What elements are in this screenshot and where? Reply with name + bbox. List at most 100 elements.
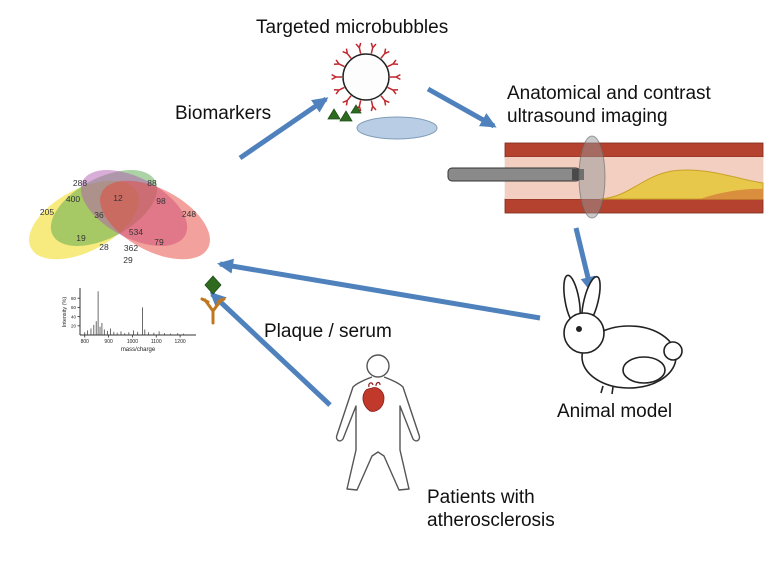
- ligand-fork-icon: [331, 73, 337, 78]
- ligand-triangle-icon: [327, 108, 341, 120]
- arrow-animal-model-to-biomarker-analysis: [217, 258, 541, 321]
- rabbit-front-paws: [600, 385, 614, 395]
- ligand-fork-icon: [345, 48, 349, 54]
- ligand-stem-icon: [370, 47, 374, 54]
- rabbit-icon: [563, 274, 683, 395]
- spectrum-ticks: 800 900 1000 1100 1200 20 40 60 80: [71, 296, 186, 345]
- plaque-shape: [599, 169, 764, 200]
- ligand-fork-icon: [392, 89, 397, 95]
- venn-count: 19: [76, 233, 86, 243]
- ligand-stem-icon: [380, 53, 386, 59]
- ligand-stem-icon: [387, 86, 394, 91]
- venn-count: 79: [154, 237, 164, 247]
- venn-count: 28: [99, 242, 109, 252]
- venn-count: 400: [66, 194, 80, 204]
- free-ligand-icons: [327, 104, 362, 122]
- venn-count: 12: [113, 193, 123, 203]
- label-ultrasound-imaging: Anatomical and contrast ultrasound imagi…: [507, 82, 711, 128]
- cycle-arrows: [209, 86, 596, 407]
- arrow-patients-to-biomarker-analysis: [209, 291, 332, 407]
- ligand-stem-icon: [346, 95, 352, 101]
- label-ultrasound-imaging-line1: Anatomical and contrast: [507, 83, 711, 104]
- mass-spectrum: 800 900 1000 1100 1200 20 40 60 80 Intensity (%)…: [62, 288, 196, 353]
- y-tick-label: 60: [71, 305, 77, 310]
- venn-count: 36: [94, 210, 104, 220]
- microbubble-ligands: [331, 42, 401, 112]
- arrow-imaging-to-animal-model: [573, 227, 596, 293]
- antibody-icon: [200, 297, 226, 325]
- spectrum-peaks: [84, 291, 185, 335]
- x-tick-label: 1100: [151, 339, 162, 345]
- venn-count: 248: [182, 209, 196, 219]
- rabbit-eye: [575, 325, 582, 332]
- x-tick-label: 1000: [127, 339, 138, 345]
- label-patients-line1: Patients with: [427, 487, 535, 508]
- patient-body-outline: [335, 376, 421, 491]
- ligand-fork-icon: [384, 50, 390, 55]
- plaque-core: [700, 188, 763, 199]
- venn-count: 205: [40, 207, 54, 217]
- ligand-stem-icon: [380, 95, 386, 101]
- ligand-triangle-icon: [350, 104, 362, 114]
- probe-tip: [572, 169, 584, 180]
- venn-count: 534: [129, 227, 143, 237]
- ligand-stem-icon: [358, 100, 362, 107]
- label-patients-line2: atherosclerosis: [427, 510, 555, 531]
- cell-surface-icon: [356, 116, 438, 140]
- venn-count: 288: [73, 178, 87, 188]
- ligand-fork-icon: [395, 76, 401, 81]
- vessel-wall-top: [504, 142, 764, 158]
- ligand-fork-icon: [372, 43, 377, 49]
- venn-count: 98: [156, 196, 166, 206]
- ligand-stem-icon: [346, 53, 352, 59]
- venn-count: 29: [123, 255, 133, 265]
- venn-count: 88: [147, 178, 157, 188]
- label-plaque-serum: Plaque / serum: [264, 321, 392, 342]
- venn-count: 362: [124, 243, 138, 253]
- spectrum-x-label: mass/charge: [121, 347, 156, 353]
- x-tick-label: 800: [81, 339, 90, 345]
- rabbit-tail: [663, 341, 683, 361]
- microbubble-illustration: [327, 42, 438, 140]
- ligand-stem-icon: [387, 63, 394, 68]
- ligand-fork-icon: [383, 100, 387, 106]
- ultrasound-probe-icon: [447, 167, 581, 182]
- rabbit-hind-leg: [622, 356, 666, 384]
- y-tick-label: 80: [71, 296, 77, 301]
- y-tick-label: 40: [71, 314, 77, 319]
- x-tick-label: 1200: [175, 339, 186, 345]
- label-biomarkers: Biomarkers: [175, 103, 272, 124]
- venn-ellipse-red: [100, 180, 210, 260]
- arrow-biomarkers-to-microbubbles: [238, 96, 329, 161]
- rabbit-head: [563, 312, 605, 354]
- label-patients: Patients with atherosclerosis: [427, 486, 555, 532]
- ligand-fork-icon: [342, 99, 348, 104]
- ultrasound-beam-icon: [578, 135, 606, 219]
- y-tick-label: 20: [71, 324, 77, 329]
- patient-head: [366, 354, 390, 378]
- spectrum-y-label: Intensity (%): [62, 297, 68, 328]
- label-ultrasound-imaging-line2: ultrasound imaging: [507, 106, 668, 127]
- ligand-fork-icon: [358, 42, 362, 48]
- ligand-stem-icon: [338, 86, 345, 91]
- venn-counts: 288 88 400 12 98 205 36 248 19 534 79 28…: [40, 178, 196, 265]
- biomarker-icons: [200, 275, 226, 325]
- artery-illustration: [447, 135, 764, 219]
- microbubble-icon: [342, 53, 390, 101]
- vessel-wall-bottom: [504, 198, 764, 214]
- biomarker-diamond-icon: [204, 275, 222, 295]
- ligand-stem-icon: [338, 63, 345, 68]
- title-targeted-microbubbles: Targeted microbubbles: [256, 17, 449, 38]
- ligand-triangle-icon: [339, 110, 353, 122]
- ligand-stem-icon: [358, 47, 362, 54]
- heart-vessels: [368, 381, 381, 388]
- ligand-fork-icon: [370, 106, 374, 112]
- label-animal-model: Animal model: [557, 401, 673, 422]
- venn-diagram: 288 88 400 12 98 205 36 248 19 534 79 28…: [29, 170, 210, 265]
- ligand-fork-icon: [335, 59, 340, 65]
- patient-figure-icon: [335, 354, 421, 491]
- ligand-stem-icon: [370, 100, 374, 107]
- x-tick-label: 900: [104, 339, 113, 345]
